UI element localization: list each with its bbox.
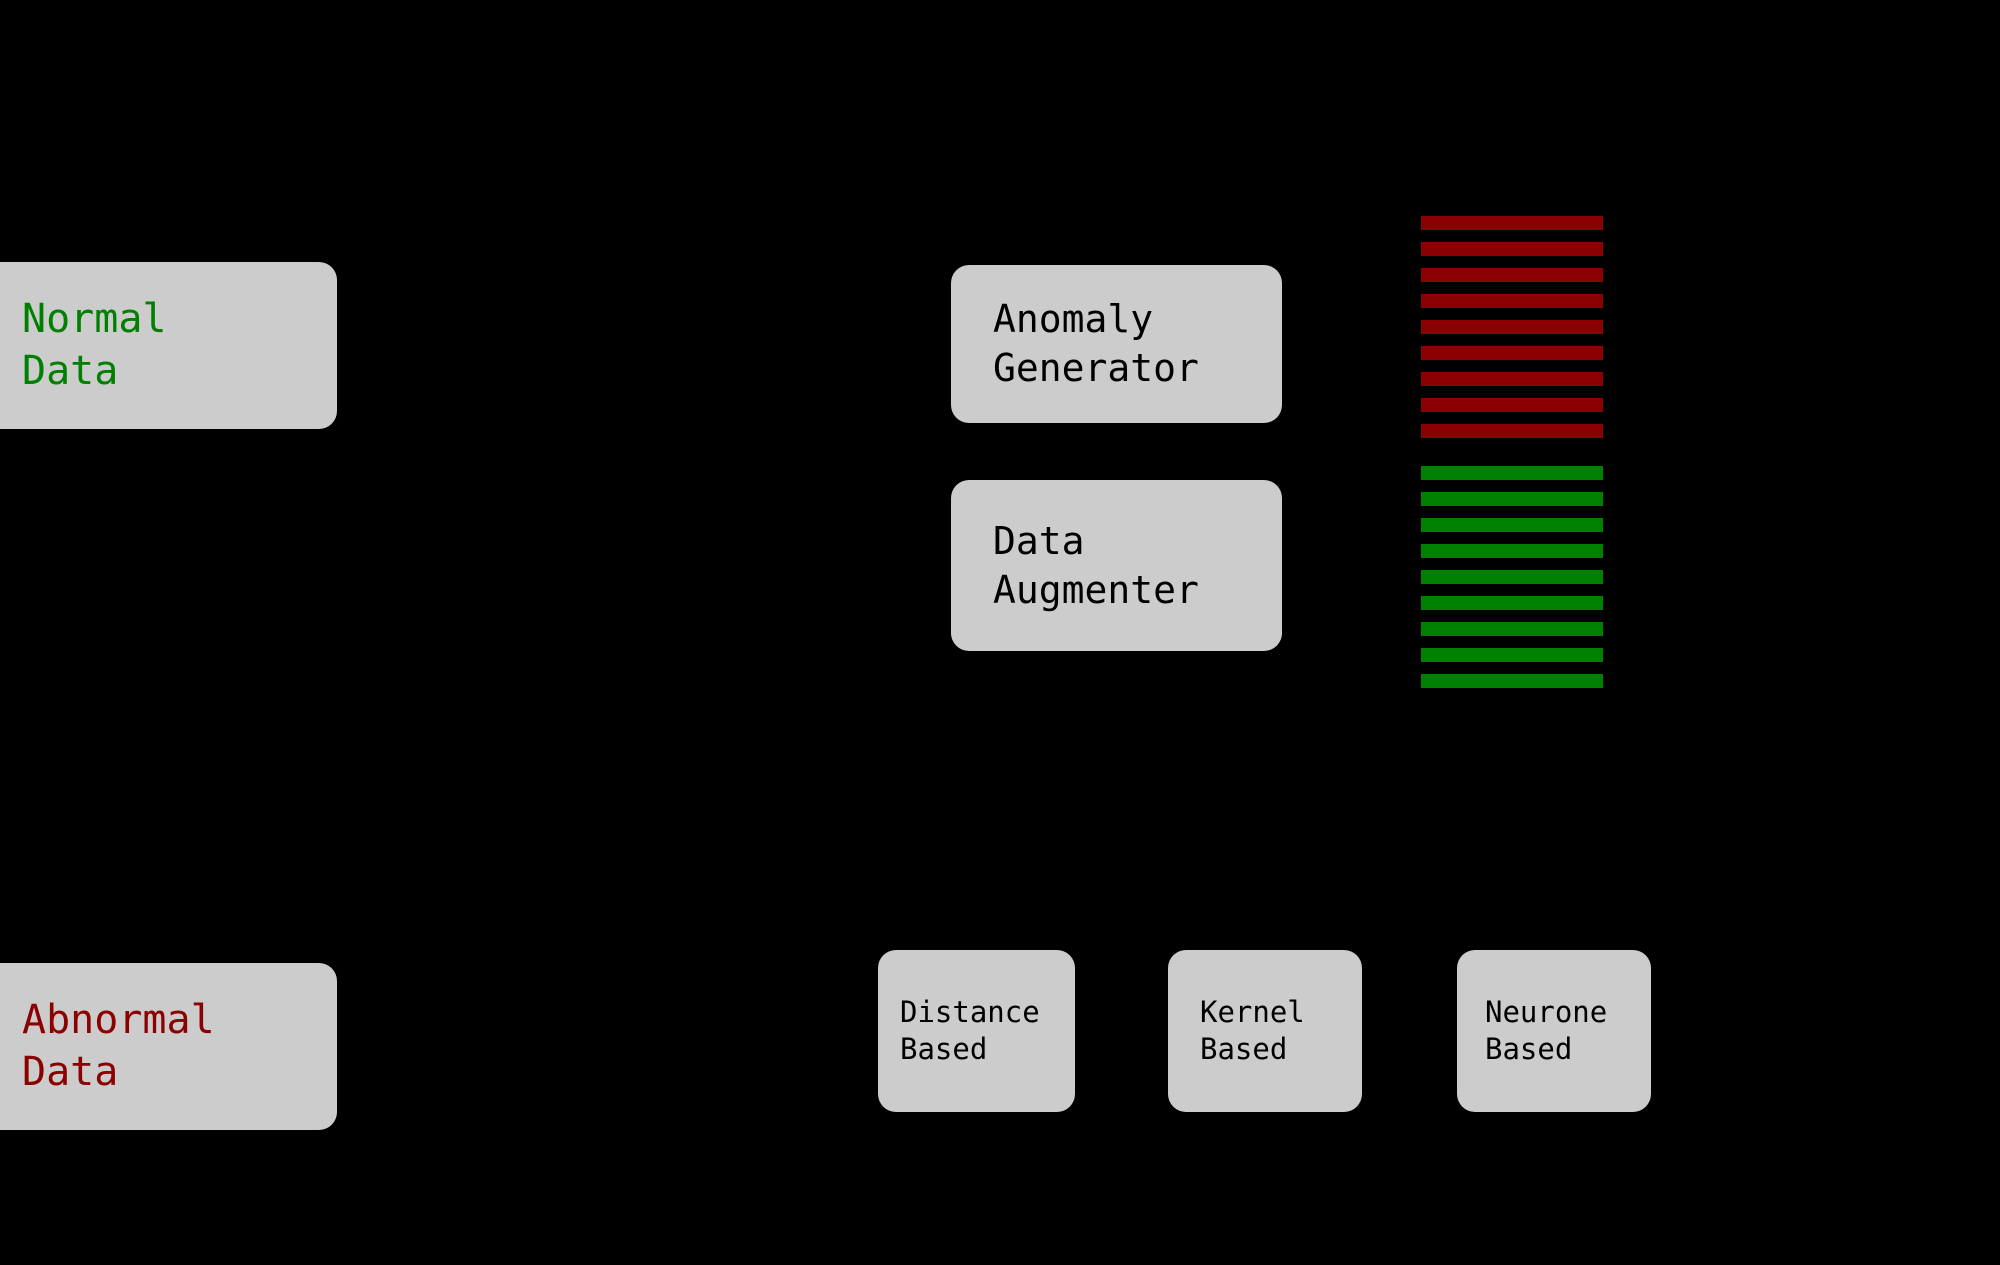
- sample-stripe-anomalous: [1421, 320, 1603, 334]
- sample-stripe-normal: [1421, 622, 1603, 636]
- sample-stack: [1421, 216, 1603, 691]
- node-data-augmenter-line2: Augmenter: [993, 567, 1199, 612]
- node-anomaly-generator-line2: Generator: [993, 346, 1199, 390]
- node-distance-based-line2: Based: [900, 1032, 988, 1066]
- node-neurone-based-line2: Based: [1485, 1032, 1573, 1066]
- node-abnormal-data[interactable]: Abnormal Data: [0, 963, 337, 1130]
- sample-stripe-anomalous: [1421, 216, 1603, 230]
- node-neurone-based[interactable]: Neurone Based: [1457, 950, 1651, 1112]
- node-distance-based-line1: Distance: [900, 994, 1040, 1029]
- node-data-augmenter-line1: Data: [993, 518, 1085, 563]
- node-neurone-based-line1: Neurone: [1485, 994, 1608, 1029]
- node-distance-based[interactable]: Distance Based: [878, 950, 1075, 1112]
- sample-stripe-normal: [1421, 544, 1603, 558]
- sample-stripe-anomalous: [1421, 424, 1603, 438]
- node-abnormal-data-line1: Abnormal: [22, 997, 215, 1044]
- sample-stripe-normal: [1421, 648, 1603, 662]
- sample-stripe-normal: [1421, 674, 1603, 688]
- node-data-augmenter[interactable]: Data Augmenter: [951, 480, 1282, 651]
- sample-stripe-anomalous: [1421, 242, 1603, 256]
- node-normal-data[interactable]: Normal Data: [0, 262, 337, 429]
- sample-stripe-anomalous: [1421, 294, 1603, 308]
- node-normal-data-line1: Normal: [22, 296, 167, 343]
- sample-stripe-normal: [1421, 518, 1603, 532]
- node-kernel-based-line1: Kernel: [1200, 994, 1305, 1029]
- node-kernel-based[interactable]: Kernel Based: [1168, 950, 1362, 1112]
- sample-stripe-normal: [1421, 492, 1603, 506]
- sample-stripe-normal: [1421, 570, 1603, 584]
- node-anomaly-generator-line1: Anomaly: [993, 297, 1154, 342]
- node-anomaly-generator[interactable]: Anomaly Generator: [951, 265, 1282, 423]
- sample-stripe-anomalous: [1421, 268, 1603, 282]
- node-normal-data-line2: Data: [22, 347, 119, 394]
- sample-stripe-anomalous: [1421, 372, 1603, 386]
- node-kernel-based-line2: Based: [1200, 1032, 1288, 1066]
- sample-stripe-anomalous: [1421, 346, 1603, 360]
- sample-stripe-anomalous: [1421, 398, 1603, 412]
- sample-stripe-normal: [1421, 466, 1603, 480]
- node-abnormal-data-line2: Data: [22, 1048, 119, 1095]
- sample-stripe-normal: [1421, 596, 1603, 610]
